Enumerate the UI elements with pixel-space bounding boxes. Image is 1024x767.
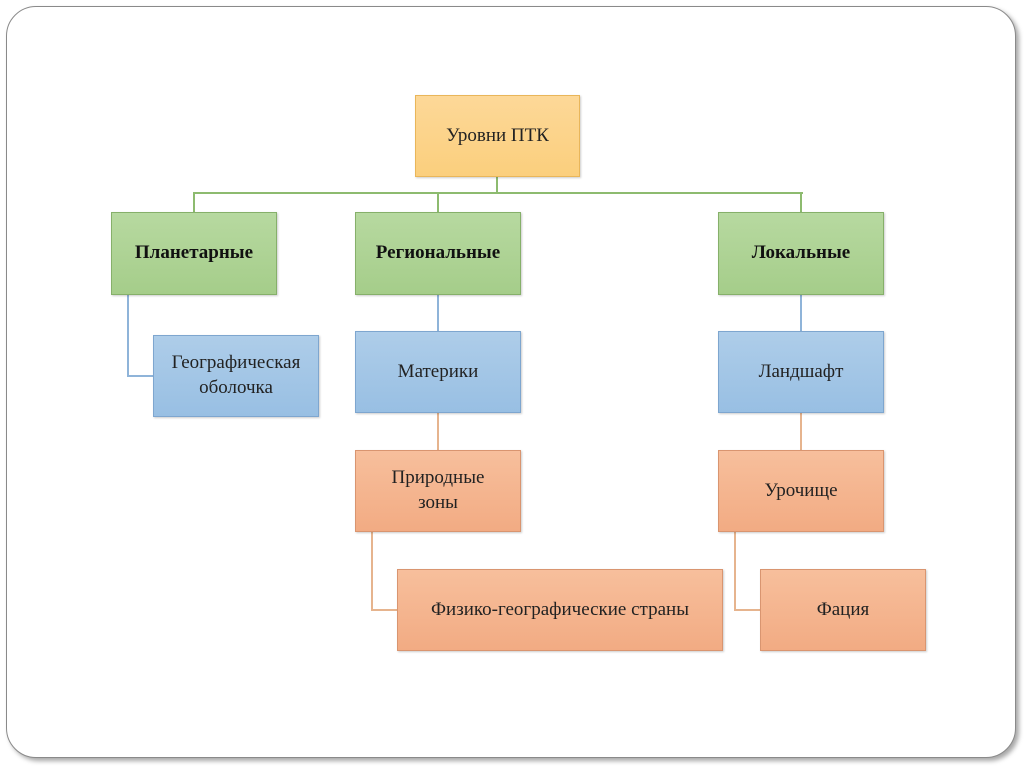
root-node: Уровни ПТК [415, 95, 580, 177]
connector [193, 192, 803, 194]
connector [437, 295, 439, 331]
node-continents: Материки [355, 331, 521, 413]
connector [437, 192, 439, 212]
node-facies: Фация [760, 569, 926, 651]
node-natural-zones: Природные зоны [355, 450, 521, 532]
connector [734, 609, 760, 611]
connector [127, 375, 153, 377]
node-planetary: Планетарные [111, 212, 277, 295]
connector [496, 177, 498, 194]
node-local: Локальные [718, 212, 884, 295]
connector [193, 192, 195, 212]
connector [437, 413, 439, 450]
connector [734, 532, 736, 611]
node-landscape: Ландшафт [718, 331, 884, 413]
connector [800, 413, 802, 450]
connector [800, 295, 802, 331]
node-geographic-shell: Географическая оболочка [153, 335, 319, 417]
node-physiographic-countries: Физико-географические страны [397, 569, 723, 651]
connector [800, 192, 802, 212]
node-regional: Региональные [355, 212, 521, 295]
connector [127, 295, 129, 377]
connector [371, 532, 373, 611]
node-tract: Урочище [718, 450, 884, 532]
connector [371, 609, 397, 611]
